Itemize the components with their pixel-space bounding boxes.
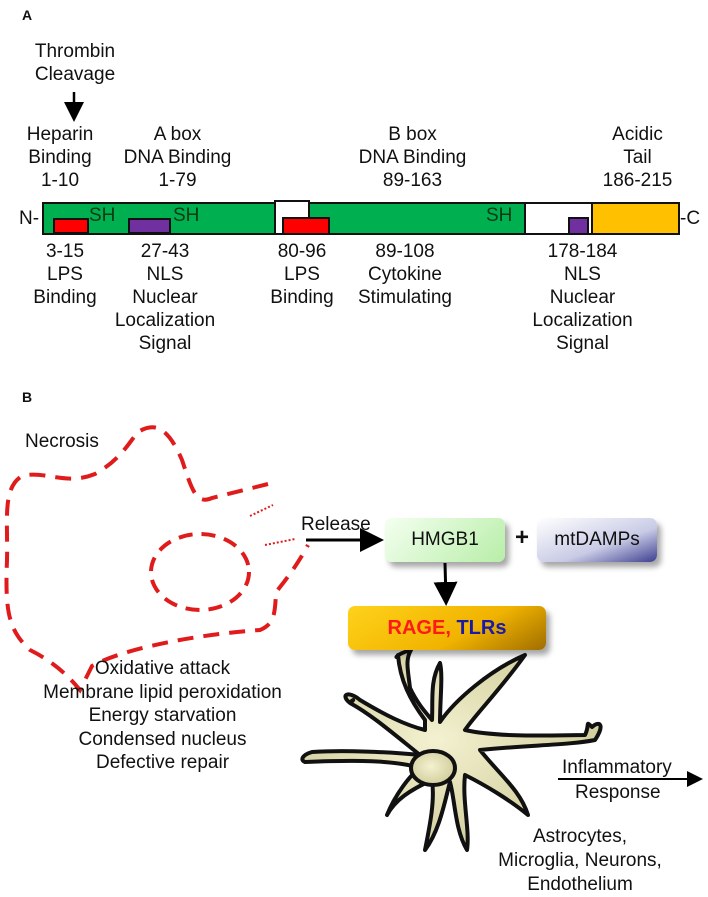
receptor-box: RAGE, TLRs	[348, 606, 546, 650]
hmgb1-to-receptor-arrow	[433, 562, 458, 606]
n-terminus: N-	[19, 208, 40, 229]
necrosis-label: Necrosis	[25, 431, 99, 452]
hmgb1-box: HMGB1	[385, 518, 505, 562]
sh-label-2: SH	[173, 205, 200, 226]
mtdamps-box: mtDAMPs	[537, 518, 657, 562]
cell-types-label: Astrocytes, Microglia, Neurons, Endothel…	[498, 826, 662, 895]
heparin-binding-label: Heparin Binding 1-10	[26, 124, 94, 191]
hmgb1-label: HMGB1	[411, 529, 479, 550]
cell-nucleus	[409, 749, 457, 787]
nls-2-label: 178-184 NLS Nuclear Localization Signal	[532, 241, 633, 354]
lps-binding-site-2	[282, 217, 330, 235]
nls-1-label: 27-43 NLS Nuclear Localization Signal	[114, 241, 216, 354]
sh-label-3: SH	[486, 205, 513, 226]
mtdamps-label: mtDAMPs	[554, 529, 640, 550]
lps-binding-1-label: 3-15 LPS Binding	[33, 241, 97, 308]
feature-item: Condensed nucleus	[78, 728, 247, 750]
sh-label-1: SH	[89, 205, 116, 226]
feature-item: Membrane lipid peroxidation	[43, 681, 282, 703]
release-dots-1	[249, 504, 274, 517]
cell-membrane-dashed	[4, 425, 310, 694]
a-box-label: A box DNA Binding 1-79	[123, 124, 232, 191]
lps-binding-2-label: 80-96 LPS Binding	[270, 241, 334, 308]
hmgb1-protein-bar	[42, 200, 680, 235]
nucleus-dashed	[149, 532, 251, 612]
plus-sign: +	[515, 524, 530, 551]
acidic-tail-label: Acidic Tail 186-215	[602, 124, 673, 191]
tlrs-label: TLRs	[450, 616, 507, 639]
nls-site-2	[568, 217, 589, 235]
lps-binding-site-1	[53, 218, 89, 234]
cytokine-stimulating-label: 89-108 Cytokine Stimulating	[358, 241, 452, 308]
acidic-tail-domain	[591, 202, 680, 235]
release-label: Release	[301, 514, 371, 535]
c-terminus: -C	[680, 208, 701, 229]
panel-b-letter: B	[22, 389, 33, 405]
feature-item: Energy starvation	[88, 705, 237, 726]
glial-cell-illustration	[300, 648, 603, 852]
feature-item: Oxidative attack	[94, 658, 231, 679]
release-dots-2	[264, 538, 296, 546]
thrombin-cleavage-label: Thrombin Cleavage	[34, 41, 116, 85]
response-label: Response	[575, 782, 661, 803]
rage-label: RAGE,	[387, 616, 451, 639]
nls-site-1	[128, 218, 171, 234]
feature-item: Defective repair	[95, 752, 230, 773]
b-box-label: B box DNA Binding 89-163	[358, 124, 467, 191]
inflammatory-label: Inflammatory	[562, 757, 672, 778]
necrosis-features-list: Oxidative attack Membrane lipid peroxida…	[30, 657, 295, 775]
panel-a-letter: A	[22, 7, 33, 23]
